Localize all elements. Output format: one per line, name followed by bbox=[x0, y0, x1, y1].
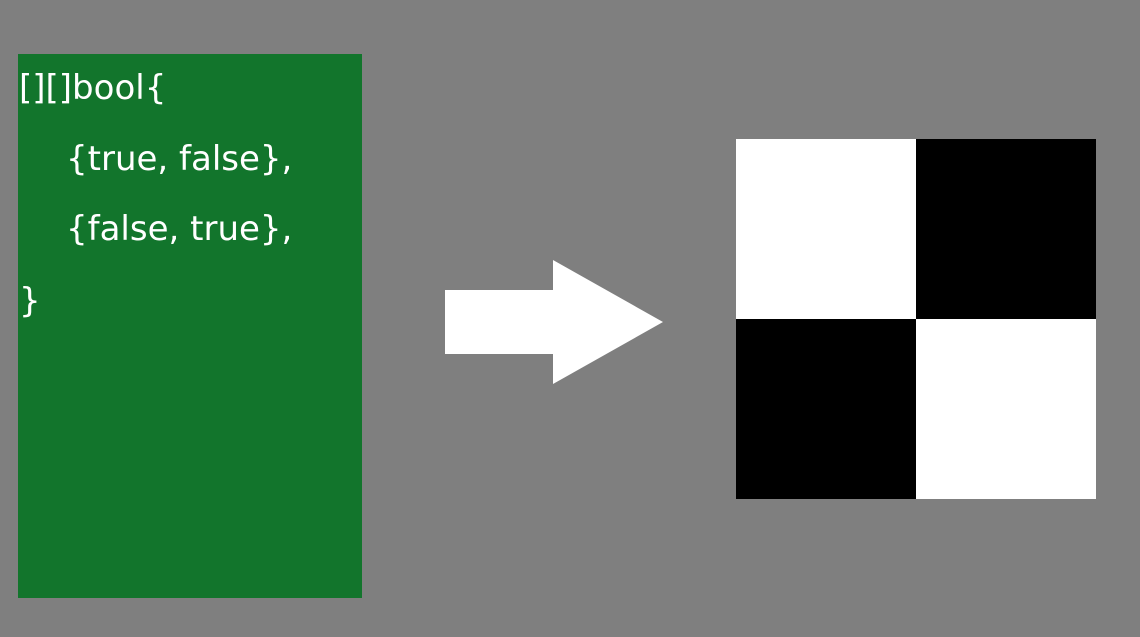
checkerboard-grid bbox=[736, 139, 1096, 499]
grid-cell-0-0 bbox=[736, 139, 916, 319]
code-line-open: [][]bool{ bbox=[19, 68, 167, 108]
code-line-row-2: {false, true}, bbox=[66, 209, 293, 249]
grid-cell-1-0 bbox=[736, 319, 916, 499]
grid-cell-0-1 bbox=[916, 139, 1096, 319]
grid-cell-1-1 bbox=[916, 319, 1096, 499]
code-line-row-1: {true, false}, bbox=[66, 139, 293, 179]
code-line-close: } bbox=[19, 281, 41, 321]
code-panel: [][]bool{ {true, false}, {false, true}, … bbox=[18, 54, 362, 598]
right-arrow-icon bbox=[445, 260, 663, 384]
